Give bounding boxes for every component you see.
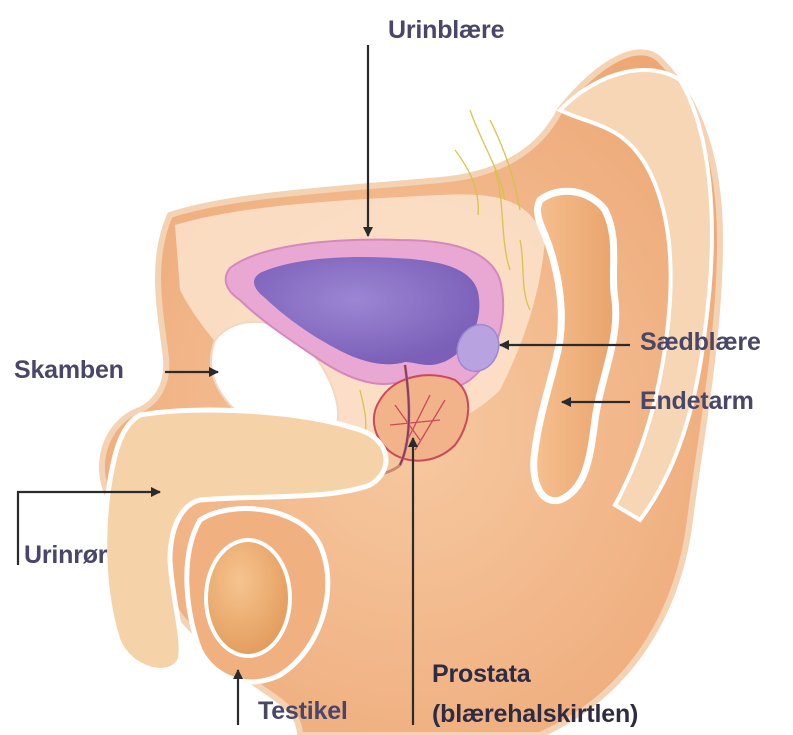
label-pubic-bone: Skamben <box>14 356 124 385</box>
label-prostata: Prostata <box>432 660 530 689</box>
label-prostata-sub: (blærehalskirtlen) <box>432 700 638 729</box>
testicle <box>206 540 290 656</box>
label-testicle: Testikel <box>258 697 348 726</box>
label-urethra: Urinrør <box>24 541 107 570</box>
label-rectum: Endetarm <box>640 387 754 416</box>
label-bladder: Urinblære <box>388 16 504 45</box>
label-seminal-vesicle: Sædblære <box>640 328 761 357</box>
